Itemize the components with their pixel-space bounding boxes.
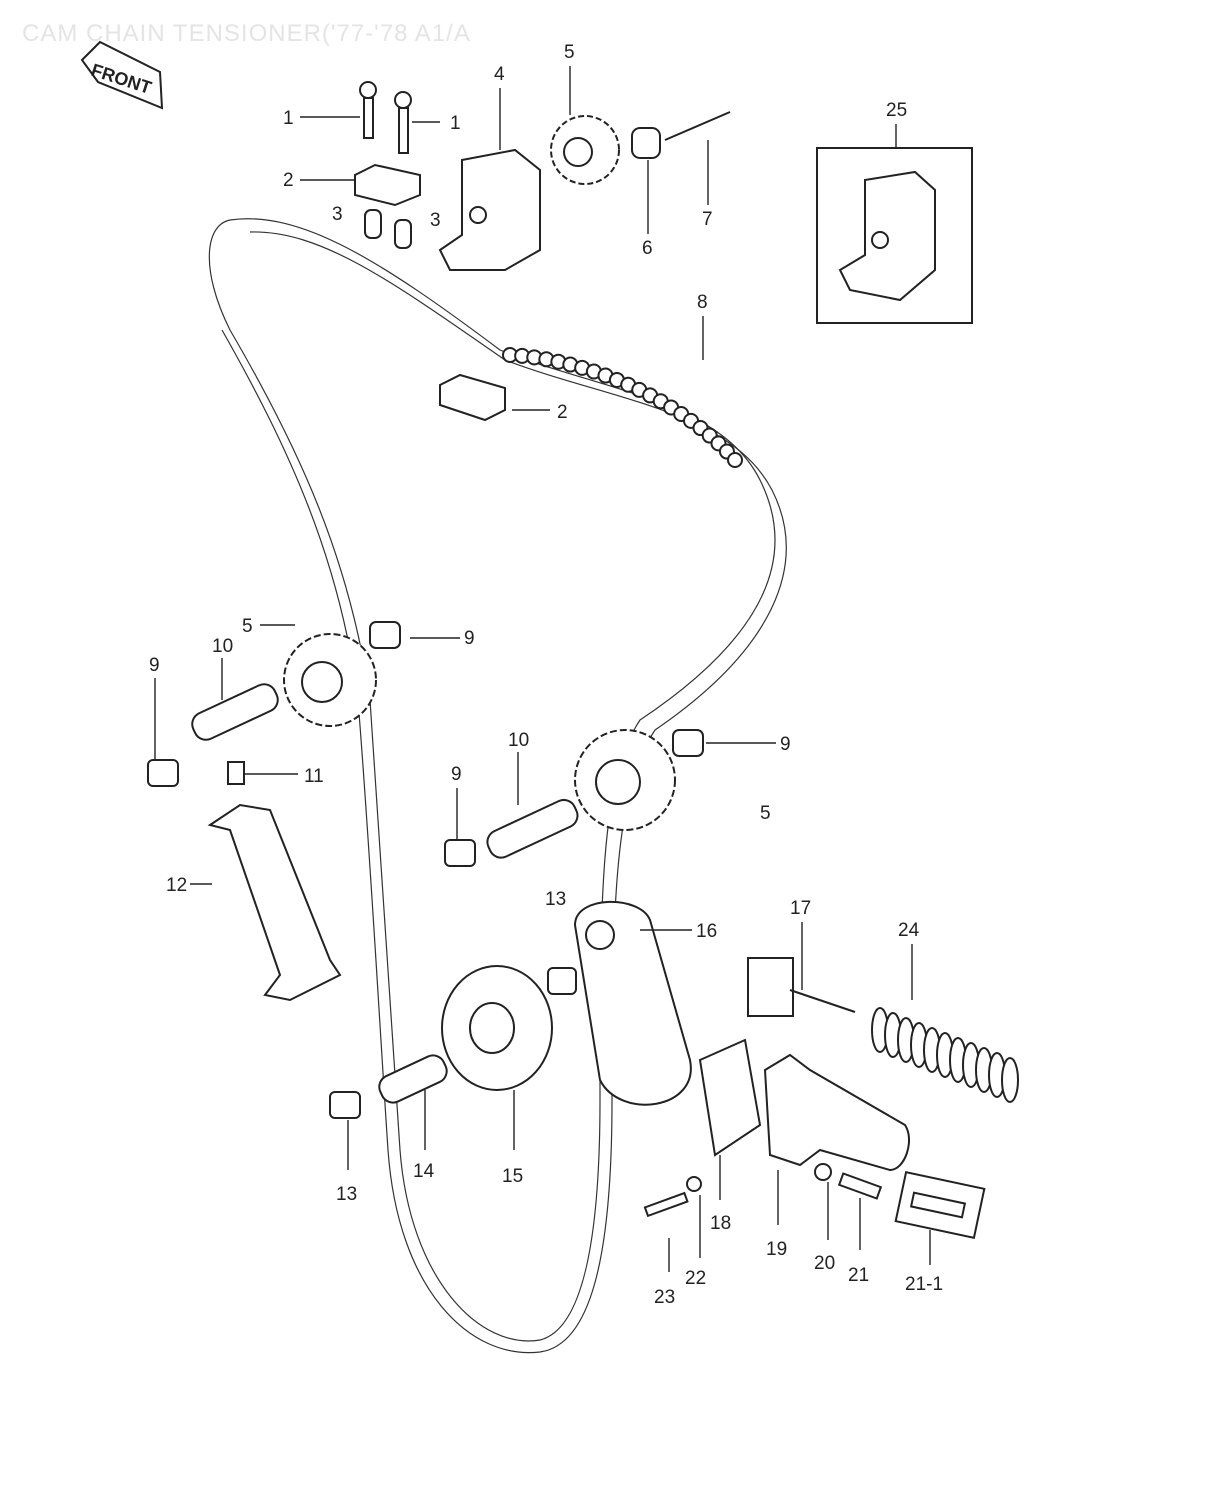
callout-label-25: 25 [886, 100, 907, 121]
cap [369, 621, 401, 649]
callout-label-7: 7 [702, 209, 713, 230]
callout-label-5: 5 [760, 803, 771, 824]
callout-label-10: 10 [212, 636, 233, 657]
callout-label-3: 3 [332, 204, 343, 225]
sprocket-top [550, 115, 620, 185]
callout-label-15: 15 [502, 1166, 523, 1187]
shaft [191, 683, 279, 741]
collar [364, 209, 382, 239]
gasket [698, 1038, 762, 1157]
bolt [359, 81, 377, 139]
sprocket-left [283, 633, 377, 727]
bolt [227, 761, 245, 785]
callout-label-18: 18 [710, 1213, 731, 1234]
callout-label-6: 6 [642, 238, 653, 259]
callout-label-4: 4 [494, 64, 505, 85]
front-sign: FRONT [80, 40, 164, 110]
callout-label-13: 13 [336, 1184, 357, 1205]
roller-chain [502, 347, 743, 468]
collar [394, 219, 412, 249]
cap [672, 729, 704, 757]
callout-label-16: 16 [696, 921, 717, 942]
bolt [643, 1191, 689, 1218]
callout-label-12: 12 [166, 875, 187, 896]
chain-link [727, 452, 743, 468]
callout-label-22: 22 [685, 1268, 706, 1289]
plate [354, 163, 421, 207]
callout-label-5: 5 [242, 616, 253, 637]
callout-label-23: 23 [654, 1287, 675, 1308]
callout-label-1: 1 [450, 113, 461, 134]
cap [444, 839, 476, 867]
washer [686, 1176, 702, 1192]
spacer [631, 127, 661, 159]
bolt [394, 91, 412, 154]
callout-label-9: 9 [464, 628, 475, 649]
callout-label-19: 19 [766, 1239, 787, 1260]
bolt [837, 1172, 883, 1200]
tensioner-housing [763, 1053, 910, 1172]
callout-label-10: 10 [508, 730, 529, 751]
callout-label-9: 9 [149, 655, 160, 676]
callout-label-14: 14 [413, 1161, 435, 1182]
callout-label-11: 11 [304, 766, 324, 787]
callout-label-13: 13 [545, 889, 566, 910]
sprocket-right [574, 729, 676, 831]
cap [329, 1091, 361, 1119]
tensioner-lever [573, 900, 692, 1106]
callout-label-9: 9 [780, 734, 791, 755]
shaft [486, 798, 579, 859]
callout-label-2: 2 [283, 170, 294, 191]
callout-label-9: 9 [451, 764, 462, 785]
callout-label-17: 17 [790, 898, 811, 919]
tensioner-arm [207, 803, 342, 1002]
callout-label-20: 20 [814, 1253, 835, 1274]
push-rod-head [747, 957, 794, 1017]
bracket [438, 148, 541, 271]
diagram-title: CAM CHAIN TENSIONER('77-'78 A1/A [22, 20, 471, 47]
callout-label-24: 24 [898, 920, 920, 941]
plate [439, 373, 506, 422]
callout-label-5: 5 [564, 42, 575, 63]
callout-label-1: 1 [283, 108, 294, 129]
washer [814, 1163, 832, 1181]
spring-coil [1001, 1057, 1019, 1103]
callout-label-21-1: 21-1 [905, 1274, 943, 1295]
cap [547, 967, 577, 995]
shaft [378, 1054, 448, 1104]
spring [871, 1007, 1019, 1103]
callout-label-21: 21 [848, 1265, 869, 1286]
cap [147, 759, 179, 787]
callout-label-3: 3 [430, 210, 441, 231]
callout-label-2: 2 [557, 402, 568, 423]
callout-label-8: 8 [697, 292, 708, 313]
bolt [909, 1191, 967, 1219]
